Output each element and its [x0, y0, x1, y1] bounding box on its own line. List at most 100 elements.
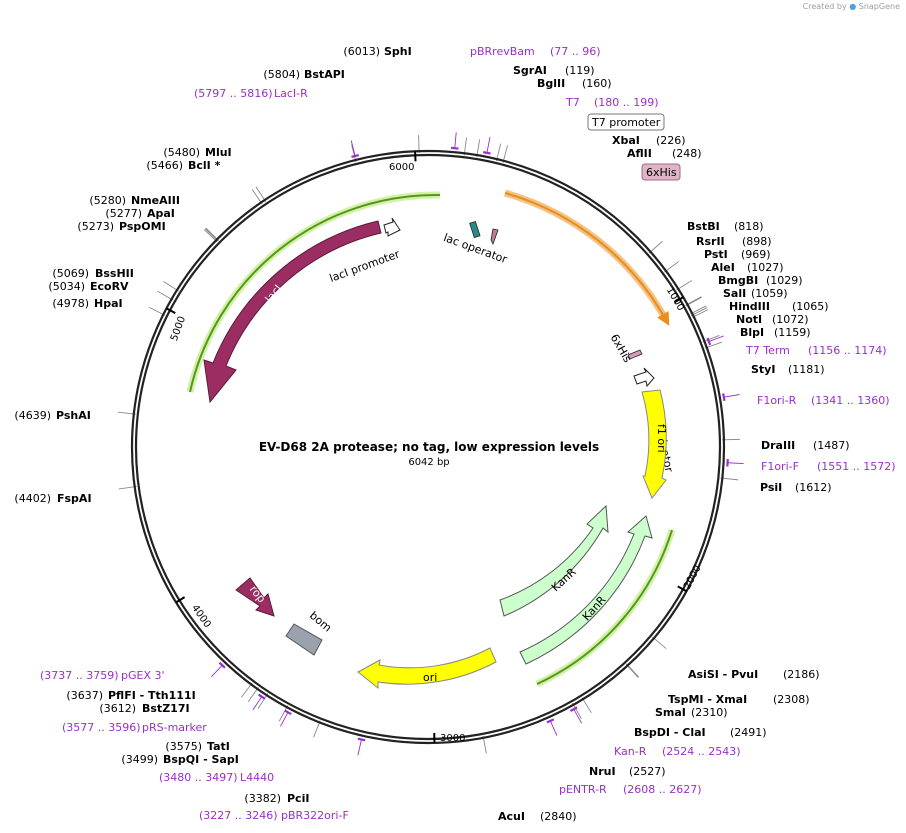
site-sgrai[interactable]: SgrAI(119)	[513, 64, 595, 77]
site-sphi[interactable]: (6013)SphI	[343, 45, 411, 58]
lacI-feature: lacI	[203, 220, 382, 404]
site-bsshii[interactable]: (5069)BssHII	[52, 267, 133, 280]
credit-brand: SnapGene	[858, 2, 900, 11]
primer-pbrrevbam[interactable]: pBRrevBam(77 .. 96)	[470, 45, 601, 58]
primer-name: pBRrevBam	[470, 45, 535, 58]
site-blpi[interactable]: BlpI(1159)	[740, 326, 811, 339]
primer-name: pBR322ori-F	[281, 809, 349, 822]
site-pspomi[interactable]: (5273)PspOMI	[77, 220, 165, 233]
site-pos: (3612)	[99, 702, 136, 715]
site-pos: (5466)	[146, 159, 183, 172]
site-hpai[interactable]: (4978)HpaI	[52, 297, 122, 310]
primer-mark	[450, 146, 459, 150]
primer-f1ori-f[interactable]: F1ori-F(1551 .. 1572)	[761, 460, 896, 473]
primer-pgex-3[interactable]: (3737 .. 3759)pGEX 3'	[40, 669, 165, 682]
site-pos: (1027)	[747, 261, 784, 274]
site-pshai[interactable]: (4639)PshAI	[14, 409, 90, 422]
site-smai[interactable]: SmaI(2310)	[655, 706, 728, 719]
site-name: BstZ17I	[142, 702, 190, 715]
t7-terminator-arrow	[633, 367, 655, 388]
primer-name: F1ori-F	[761, 460, 799, 473]
site-mlui[interactable]: (5480)MluI	[163, 146, 231, 159]
site-pos: (1181)	[788, 363, 825, 376]
site-bstapi[interactable]: (5804) BstAPI	[263, 68, 344, 81]
primer-f1ori-r[interactable]: F1ori-R(1341 .. 1360)	[757, 394, 890, 407]
site-psii[interactable]: PsiI(1612)	[760, 481, 832, 494]
site-nrui[interactable]: NruI(2527)	[589, 765, 666, 778]
lacI-glow-arc	[186, 191, 441, 393]
primer-l4440[interactable]: (3480 .. 3497)L4440	[159, 771, 274, 784]
primer-pbr322ori-f[interactable]: (3227 .. 3246)pBR322ori-F	[199, 809, 349, 822]
his-tag-box	[627, 349, 643, 360]
site-hindiii[interactable]: HindIII(1065)	[729, 300, 829, 313]
site-noti[interactable]: NotI(1072)	[736, 313, 809, 326]
site-tati[interactable]: (3575)TatI	[165, 740, 229, 753]
primer-pentr-r[interactable]: pENTR-R(2608 .. 2627)	[559, 783, 702, 796]
lacI-arrow	[203, 220, 382, 404]
site-psti[interactable]: PstI(969)	[704, 248, 771, 261]
primer-t7-term[interactable]: T7 Term(1156 .. 1174)	[745, 344, 887, 357]
his-tag-feature: 6xHis	[608, 332, 643, 365]
site-bglii[interactable]: BglII (160)	[537, 77, 612, 90]
primer-leader-line	[280, 712, 289, 727]
site-name: BglII	[537, 77, 565, 90]
bom-box	[285, 623, 323, 656]
site-bspqi-sapi[interactable]: (3499)BspQI - SapI	[121, 753, 238, 766]
site-acui[interactable]: AcuI(2840)	[498, 810, 577, 823]
primer-prs-marker[interactable]: (3577 .. 3596)pRS-marker	[62, 721, 207, 734]
site-name: AflII	[627, 147, 652, 160]
site-aflii[interactable]: AflII(248)	[627, 147, 702, 160]
primer-mark	[257, 693, 266, 700]
site-alei[interactable]: AleI(1027)	[711, 261, 784, 274]
site-pos: (3637)	[66, 689, 103, 702]
lacI-promoter-arrow	[383, 217, 401, 237]
site-pos: (3575)	[165, 740, 202, 753]
site-bmgbi[interactable]: BmgBI(1029)	[718, 274, 803, 287]
site-pos: (160)	[582, 77, 612, 90]
tick-mark	[677, 585, 687, 593]
primer-mark	[569, 706, 578, 712]
t7-promoter-tag[interactable]: T7 promoter	[587, 113, 665, 131]
primer-t7[interactable]: T7(180 .. 199)	[565, 96, 659, 109]
site-xbai[interactable]: XbaI(226)	[612, 134, 686, 147]
site-sali[interactable]: SalI(1059)	[723, 287, 788, 300]
primer-mark	[482, 151, 491, 155]
site-bspdi-clai[interactable]: BspDI - ClaI(2491)	[634, 726, 767, 739]
primer-name: pGEX 3'	[121, 669, 165, 682]
site-pos: (226)	[656, 134, 686, 147]
primer-mark	[351, 154, 360, 158]
site-name: RsrII	[696, 235, 725, 248]
primer-range: (5797 .. 5816)	[194, 87, 273, 100]
site-apai[interactable]: (5277)ApaI	[105, 207, 174, 220]
site-pos: (5804)	[263, 68, 300, 81]
site-name: NotI	[736, 313, 762, 326]
plasmid-name: EV-D68 2A protease; no tag, low expressi…	[259, 440, 599, 454]
primer-mark	[218, 661, 226, 669]
rop-arrow	[235, 577, 275, 617]
site-asisi-pvui[interactable]: AsiSI - PvuI(2186)	[688, 668, 820, 681]
site-name: DraIII	[761, 439, 795, 452]
primer-kan-r[interactable]: Kan-R(2524 .. 2543)	[614, 745, 741, 758]
primer-laci-r[interactable]: (5797 .. 5816)LacI-R	[194, 87, 308, 100]
site-pos: (2840)	[540, 810, 577, 823]
site-pos: (818)	[734, 220, 764, 233]
site-pflfi-tth111i[interactable]: (3637)PflFI - Tth111I	[66, 689, 195, 702]
site-fspai[interactable]: (4402)FspAI	[14, 492, 91, 505]
site-tspmi-xmai[interactable]: TspMI - XmaI(2308)	[668, 693, 810, 706]
site-ecorv[interactable]: (5034)EcoRV	[48, 280, 129, 293]
site-nmeaiii[interactable]: (5280)NmeAIII	[89, 194, 180, 207]
site-bstz17i[interactable]: (3612) BstZ17I	[99, 702, 189, 715]
kanR-arrow-2	[519, 515, 653, 665]
site-rsrii[interactable]: RsrII(898)	[696, 235, 772, 248]
site-name: BmgBI	[718, 274, 758, 287]
site-pcii[interactable]: (3382)PciI	[244, 792, 309, 805]
site-name: BstAPI	[304, 68, 345, 81]
site-draiii[interactable]: DraIII(1487)	[761, 439, 850, 452]
his-tag-box-label[interactable]: 6xHis	[641, 163, 681, 181]
primer-leader-line	[708, 335, 724, 342]
site-bstbi[interactable]: BstBI(818)	[687, 220, 764, 233]
primer-range: (1156 .. 1174)	[808, 344, 887, 357]
site-styi[interactable]: StyI(1181)	[751, 363, 825, 376]
site-bcli[interactable]: (5466)BclI *	[146, 159, 220, 172]
f1-ori-arrow	[641, 389, 667, 499]
